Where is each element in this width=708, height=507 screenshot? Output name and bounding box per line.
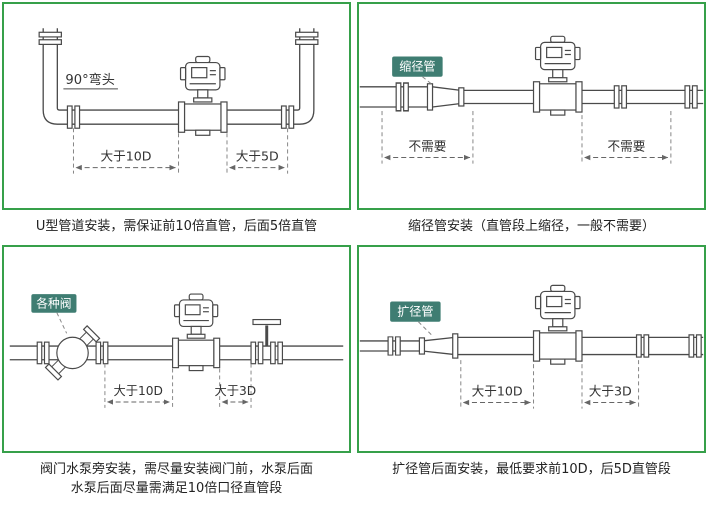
valve-tag-leader [56,312,68,334]
elbow-label: 90°弯头 [65,71,114,88]
reducer-diagram: 缩径管 不需要 不需要 [359,35,704,164]
reducer-tag-label: 缩径管 [399,59,435,74]
expander-caption: 扩径管后面安装，最低要求前10D，后5D直管段 [392,461,671,477]
flange-pair [295,31,319,46]
flange-pair [280,105,295,129]
expander-dimensions: 大于10D 大于3D [460,359,640,409]
dim-label-left: 大于10D [101,149,152,164]
flange-pair [36,341,50,364]
panel-reducer: 缩径管 不需要 不需要 缩径管安装（直管段上缩径，一般不需要） [357,2,706,243]
flowmeter [532,284,583,365]
u-pipe-dimensions: 大于10D 大于5D [72,128,289,174]
flowmeter [532,35,583,116]
flange-pair [66,105,81,129]
flange-pair [38,31,62,46]
reducer-caption: 缩径管安装（直管段上缩径，一般不需要） [407,219,655,234]
valve-diagram: 各种阀 大于10D 大于3D [9,292,344,408]
flowmeter [171,292,221,371]
dim-label-left: 不需要 [409,138,447,153]
flange-pair [684,85,698,109]
dim-label-right: 大于5D [236,149,279,164]
reducer-pipes [359,86,704,108]
gate-valve-handle [252,318,282,325]
reducer-flange-small [458,87,465,107]
valve-caption-line1: 阀门水泵旁安装，需尽量安装阀门前，水泵后面 [39,461,313,477]
dim-label-left: 大于10D [472,383,523,398]
flange-pair [250,341,264,364]
expander-pipes [359,336,704,355]
reducer-dimensions: 不需要 不需要 [381,111,672,164]
dim-label-right: 不需要 [608,138,646,153]
flange-pair [95,341,109,364]
valve-caption-line2: 水泵后面尽量需满足10倍口径直管段 [70,481,283,496]
dim-label-right: 大于3D [214,384,256,398]
expander-diagram: 扩径管 大于10D 大于3D [359,284,704,409]
valve-dimensions: 大于10D 大于3D [104,363,256,408]
valve-caption: 阀门水泵旁安装，需尽量安装阀门前，水泵后面 水泵后面尽量需满足10倍口径直管段 [2,460,351,499]
reducer-tag-leader [422,76,433,86]
flange-pair [688,333,702,358]
valve-diagram-box: 各种阀 大于10D 大于3D [2,244,351,453]
gate-valve [250,318,284,364]
valve-tag-box [31,293,77,313]
dim-label-left: 大于10D [113,384,163,398]
flange-pair [613,85,628,109]
u-pipe-diagram: 90°弯头 大于10D 大于5D [38,28,319,174]
flange-pair [387,335,401,356]
u-pipe-diagram-box: 90°弯头 大于10D 大于5D [2,2,351,210]
reducer-tag-box [392,56,443,77]
flange-pair [270,341,284,364]
flowmeter [177,55,228,136]
panel-valve: 各种阀 大于10D 大于3D 阀门水泵旁安装，需尽量安装阀门前，水泵后面 水泵后… [2,244,351,505]
reducer-diagram-box: 缩径管 不需要 不需要 [357,2,706,210]
flange-pair [635,333,650,358]
expander-tag-box [390,301,441,322]
panel-expander: 扩径管 大于10D 大于3D 扩径管后面安装，最低要求前10D，后5D直管段 [357,244,706,505]
panel-u-pipe: 90°弯头 大于10D 大于5D U型管道安装，需保证前10倍直管，后面5倍直管 [2,2,351,243]
expander-tag-label: 扩径管 [397,303,433,318]
expander-diagram-box: 扩径管 大于10D 大于3D [357,244,706,453]
valve-tag-label: 各种阀 [36,296,71,310]
valve-body-circle [56,336,89,369]
expander-flange-small [418,336,426,355]
dim-label-right: 大于3D [589,383,632,398]
expander-flange-large [452,332,459,359]
expander-tag-leader [418,320,433,336]
u-pipe-caption: U型管道安装，需保证前10倍直管，后面5倍直管 [35,219,318,234]
reducer-flange-large [426,83,434,111]
